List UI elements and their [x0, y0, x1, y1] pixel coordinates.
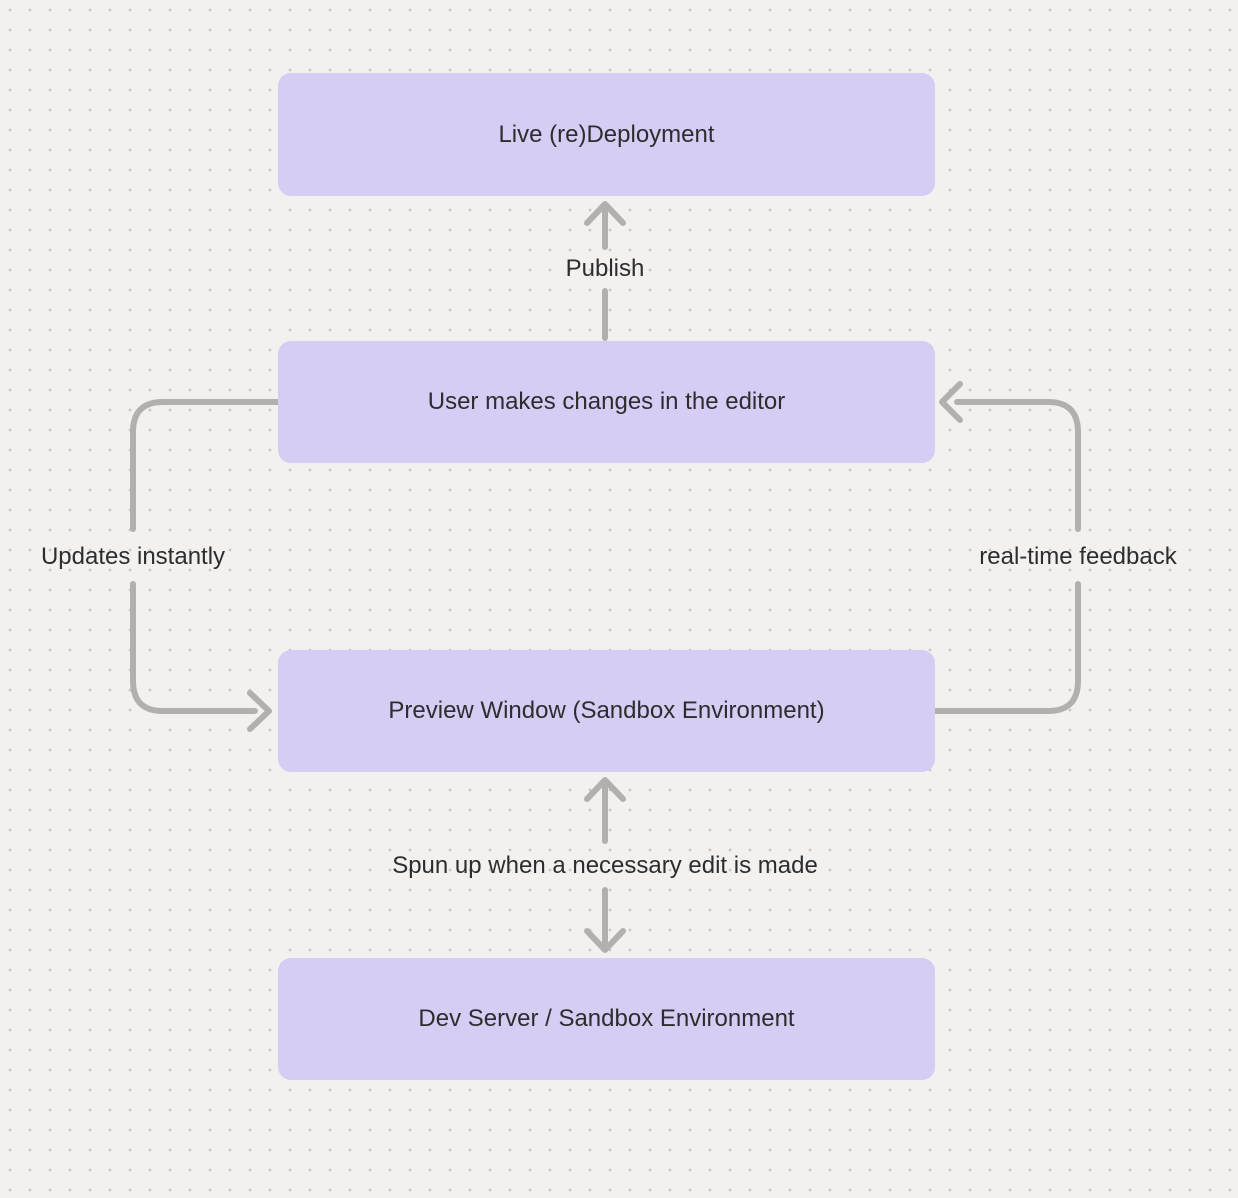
arrow-head-left-icon [939, 381, 963, 423]
node-preview-window-label: Preview Window (Sandbox Environment) [388, 697, 825, 724]
arrow-head-up-icon [584, 201, 626, 226]
node-editor[interactable]: User makes changes in the editor [278, 341, 935, 463]
arrow-head-right-icon [247, 690, 272, 732]
arrow-head-up-icon [584, 777, 626, 802]
node-live-deployment-label: Live (re)Deployment [498, 120, 715, 148]
node-live-deployment[interactable]: Live (re)Deployment [278, 73, 935, 196]
node-editor-label: User makes changes in the editor [427, 388, 786, 415]
node-dev-server[interactable]: Dev Server / Sandbox Environment [278, 958, 935, 1080]
edge-label-publish: Publish [565, 255, 645, 282]
node-preview-window[interactable]: Preview Window (Sandbox Environment) [278, 650, 935, 772]
node-dev-server-label: Dev Server / Sandbox Environment [418, 1005, 795, 1032]
edge-label-realtime-feedback: real-time feedback [979, 543, 1177, 570]
edge-label-updates-instantly: Updates instantly [40, 543, 226, 570]
arrow-head-down-icon [584, 928, 626, 953]
edge-label-spun-up: Spun up when a necessary edit is made [392, 852, 818, 879]
